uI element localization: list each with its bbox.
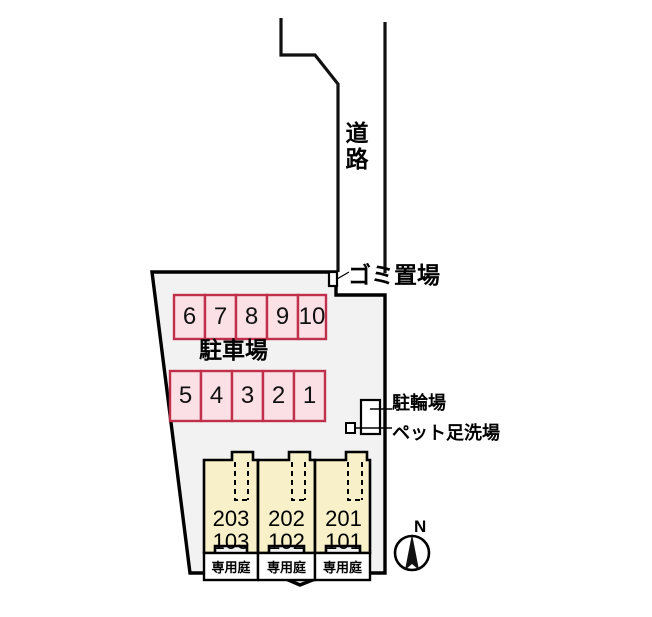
stall-number: 9 (275, 303, 290, 330)
north-label: N (414, 517, 427, 536)
stair-dashed-lines (234, 462, 363, 501)
parking-stall[interactable] (234, 293, 269, 341)
stall-number: 2 (271, 382, 286, 409)
unit-number-upper: 201 (325, 506, 362, 531)
bicycle-parking-marker[interactable] (359, 398, 392, 436)
parking-row-top (172, 293, 328, 341)
road-label: 道路 (345, 120, 369, 173)
stall-number: 4 (209, 382, 224, 409)
stall-number: 7 (213, 303, 228, 330)
unit-number-upper: 202 (268, 506, 305, 531)
parking-lot-label: 駐車場 (199, 337, 268, 363)
pet-wash-marker[interactable] (345, 422, 392, 434)
garden-box[interactable] (313, 551, 372, 582)
parking-stall[interactable] (230, 369, 265, 423)
pet-wash-label: ペット足洗場 (392, 423, 500, 443)
parking-row-bottom (168, 369, 327, 423)
unit-number-lower: 102 (268, 529, 305, 554)
stall-number: 5 (178, 382, 193, 409)
road-corridor (279, 18, 387, 273)
garden-label: 専用庭 (211, 560, 251, 575)
stall-number: 8 (244, 303, 259, 330)
apartment-building (202, 450, 372, 555)
stall-number: 6 (182, 303, 197, 330)
garden-label: 専用庭 (266, 560, 306, 575)
parking-stall[interactable] (296, 293, 328, 341)
stall-number: 3 (240, 382, 255, 409)
garden-label: 専用庭 (322, 560, 362, 575)
unit-number-upper: 203 (212, 506, 250, 531)
stall-number: 1 (302, 382, 317, 409)
parking-stall[interactable] (168, 369, 203, 423)
bicycle-parking-label: 駐輪場 (392, 393, 446, 413)
parking-stall[interactable] (199, 369, 234, 423)
parking-stall[interactable] (172, 293, 207, 341)
private-gardens (202, 551, 372, 582)
stall-number: 10 (298, 303, 326, 330)
garden-box[interactable] (202, 551, 260, 582)
unit-number-lower: 101 (325, 529, 362, 554)
trash-area-label: ゴミ置場 (348, 262, 440, 288)
trash-area-marker[interactable] (327, 270, 350, 288)
unit-number-lower: 103 (212, 529, 250, 554)
north-arrow-icon (393, 534, 431, 572)
parking-stall[interactable] (292, 369, 327, 423)
